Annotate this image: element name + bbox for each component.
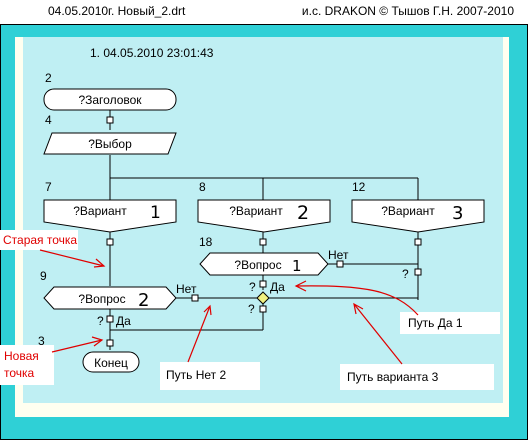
variant-node-3[interactable]: ?Вариант 3 [351, 199, 485, 233]
annotation-path-da-text: Путь Да 1 [408, 316, 463, 330]
diagram-date-label: 1. 04.05.2010 23:01:43 [90, 46, 214, 60]
question-node-1-label: ?Вопрос [234, 258, 281, 272]
annotation-old-point-text: Старая точка [3, 233, 77, 247]
node-number-3: 3 [38, 334, 45, 348]
node-number-2: 2 [45, 71, 52, 85]
label-question-mark-2: ? [249, 280, 256, 294]
label-question-mark-4: ? [97, 314, 104, 328]
choice-node[interactable]: ?Выбор [43, 132, 177, 155]
annotation-old-point: Старая точка [0, 230, 78, 250]
variant-1-handwritten: 1 [150, 203, 161, 223]
annotation-new-point: Новая точка [0, 345, 54, 385]
end-node-label: Конец [94, 356, 128, 370]
header-copyright: и.с. DRAKON © Тышов Г.Н. 2007-2010 [301, 4, 514, 18]
variant-node-1-label: ?Вариант [73, 204, 127, 218]
node-number-8: 8 [199, 180, 206, 194]
label-question-mark-3: ? [248, 302, 255, 316]
annotation-path-net: Путь Нет 2 [160, 362, 260, 390]
label-da-2: Да [116, 314, 131, 328]
variant-node-2-label: ?Вариант [229, 204, 283, 218]
question-node-1[interactable]: ?Вопрос 1 [199, 252, 329, 276]
junction-diamond[interactable] [256, 291, 270, 305]
node-number-4: 4 [45, 113, 52, 127]
variant-node-2[interactable]: ?Вариант 2 [197, 199, 331, 233]
end-node[interactable]: Конец [82, 351, 140, 373]
connection-points [106, 116, 422, 347]
annotation-new-point-line1: Новая [4, 349, 39, 363]
node-number-18: 18 [199, 235, 213, 249]
annotation-arrows [39, 249, 419, 365]
node-number-7: 7 [45, 180, 52, 194]
variant-2-handwritten: 2 [297, 202, 309, 224]
variant-node-1[interactable]: ?Вариант 1 [43, 199, 177, 233]
annotation-path-net-text: Путь Нет 2 [166, 368, 226, 382]
choice-node-label: ?Выбор [88, 137, 132, 151]
variant-3-handwritten: 3 [452, 203, 463, 224]
annotation-new-point-line2: точка [4, 366, 35, 380]
question-node-2[interactable]: ?Вопрос 2 [43, 286, 177, 311]
node-number-12: 12 [352, 180, 366, 194]
variant-node-3-label: ?Вариант [381, 204, 435, 218]
header-date-file: 04.05.2010г. Новый_2.drt [48, 4, 186, 18]
label-da-1: Да [270, 280, 285, 294]
document-header: 04.05.2010г. Новый_2.drt и.с. DRAKON © Т… [0, 0, 528, 24]
question-1-handwritten: 1 [292, 257, 302, 275]
question-2-handwritten: 2 [138, 290, 149, 311]
title-node-label: ?Заголовок [78, 93, 142, 107]
label-net-2: Нет [176, 282, 197, 296]
question-node-2-label: ?Вопрос [78, 292, 125, 306]
label-net-1: Нет [328, 248, 349, 262]
node-number-9: 9 [40, 269, 47, 283]
annotation-path-da: Путь Да 1 [400, 312, 500, 334]
annotation-path-variant: Путь варианта 3 [340, 364, 494, 390]
title-node[interactable]: ?Заголовок [43, 88, 177, 111]
annotation-path-variant-text: Путь варианта 3 [347, 370, 439, 384]
label-question-mark-1: ? [402, 267, 409, 281]
